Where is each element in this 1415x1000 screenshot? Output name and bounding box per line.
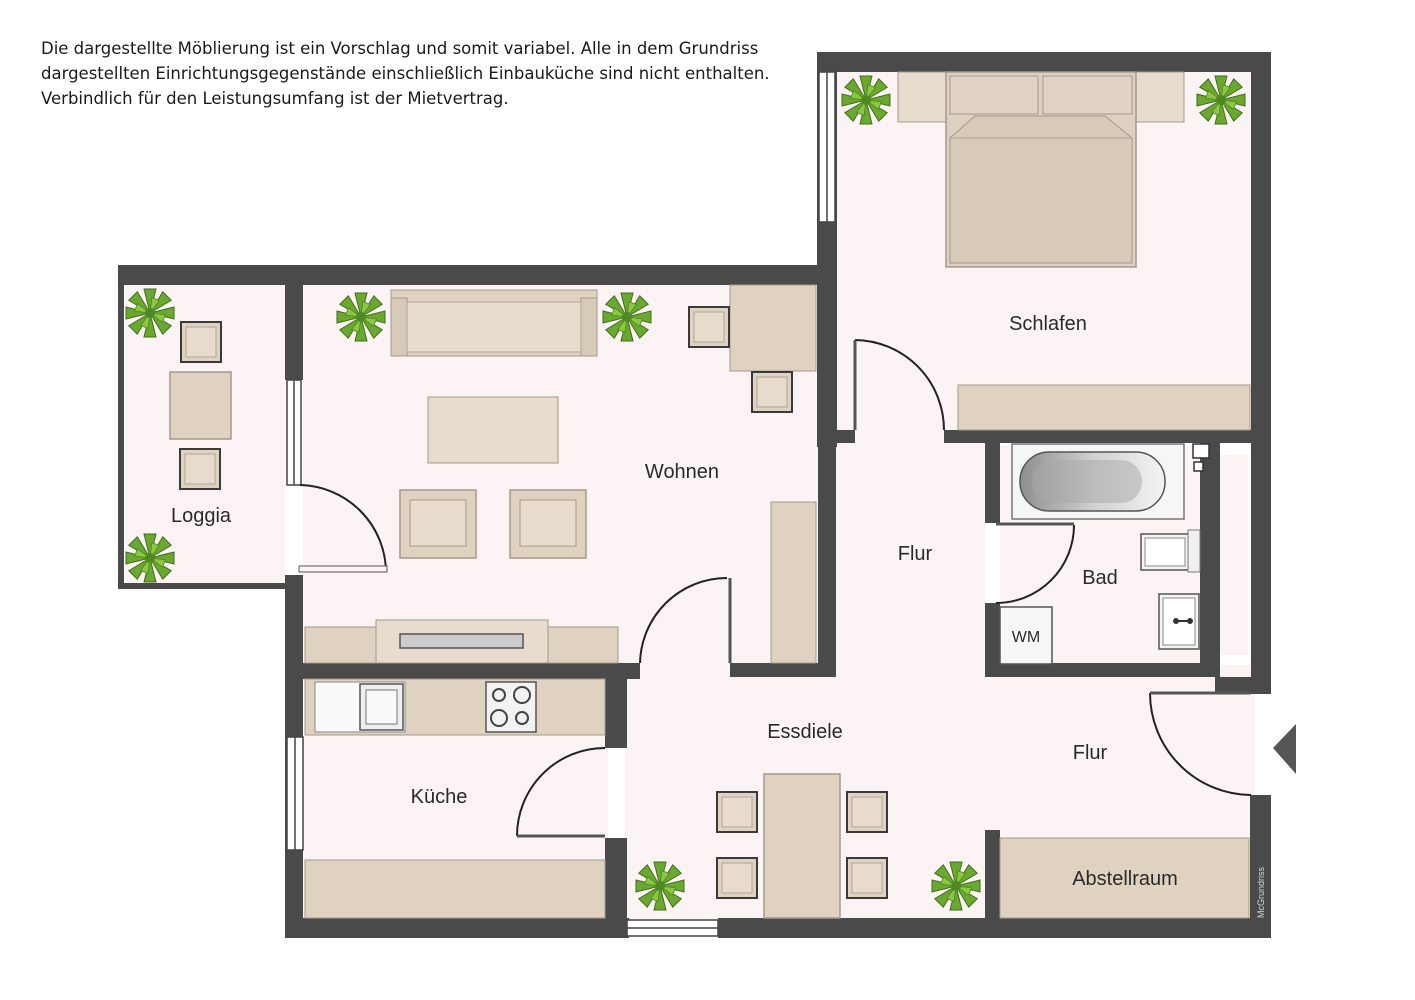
room-label-flur: Flur: [898, 543, 933, 565]
room-label-abstellraum: Abstellraum: [1072, 868, 1178, 890]
plant-icon: [602, 292, 652, 342]
chair: [716, 791, 758, 833]
room-label-loggia: Loggia: [171, 505, 232, 527]
loggia-table: [169, 371, 232, 440]
wardrobe: [957, 384, 1251, 431]
plant-icon: [336, 292, 386, 342]
credit-text: McGrundriss: [1256, 866, 1266, 918]
room-label-bad: Bad: [1082, 567, 1118, 589]
chair: [846, 791, 888, 833]
plant-icon: [931, 861, 981, 911]
bed: [897, 71, 1185, 268]
cooktop: [485, 681, 537, 733]
chair: [688, 306, 730, 348]
chair: [751, 371, 793, 413]
disclaimer-line-1: Die dargestellte Möblierung ist ein Vors…: [41, 39, 759, 58]
disclaimer-text: Die dargestellte Möblierung ist ein Vors…: [41, 36, 801, 111]
room-label-flur: Flur: [1073, 742, 1108, 764]
room-label-kueche: Küche: [411, 786, 468, 808]
kitchen-counter: [304, 859, 606, 919]
coffee-table: [427, 396, 559, 464]
washing-machine: [999, 606, 1053, 665]
dining-table: [763, 773, 841, 919]
chair: [180, 321, 222, 363]
plant-icon: [125, 288, 175, 338]
plant-icon: [635, 861, 685, 911]
doors: [298, 339, 1252, 838]
disclaimer-line-3: Verbindlich für den Leistungsumfang ist …: [41, 89, 509, 108]
room-label-wohnen: Wohnen: [645, 461, 719, 483]
room-label-essdiele: Essdiele: [767, 721, 843, 743]
plant-icon: [125, 533, 175, 583]
armchair: [399, 489, 477, 559]
room-label-schlafen: Schlafen: [1009, 313, 1087, 335]
bath-fixture: [1192, 443, 1210, 459]
chair: [846, 857, 888, 899]
tv-sideboard: [304, 619, 619, 664]
desk: [729, 284, 817, 372]
shelf: [770, 501, 817, 664]
sofa: [390, 289, 598, 357]
plant-icon: [1196, 75, 1246, 125]
walls: [118, 52, 1271, 938]
plant-icon: [841, 75, 891, 125]
kitchen-counter: [304, 678, 606, 736]
armchair: [509, 489, 587, 559]
windows: [286, 71, 836, 937]
toilet: [1140, 529, 1201, 573]
bath-fixture: [1193, 461, 1204, 472]
sink: [1158, 593, 1200, 650]
bathtub: [1011, 443, 1185, 520]
disclaimer-line-2: dargestellten Einrichtungsgegenstände ei…: [41, 64, 770, 83]
chair: [716, 857, 758, 899]
entrance-arrow-icon: [1273, 724, 1296, 774]
chair: [179, 448, 221, 490]
storage-room-block: [999, 837, 1250, 919]
washing-machine-label: WM: [1012, 629, 1040, 646]
